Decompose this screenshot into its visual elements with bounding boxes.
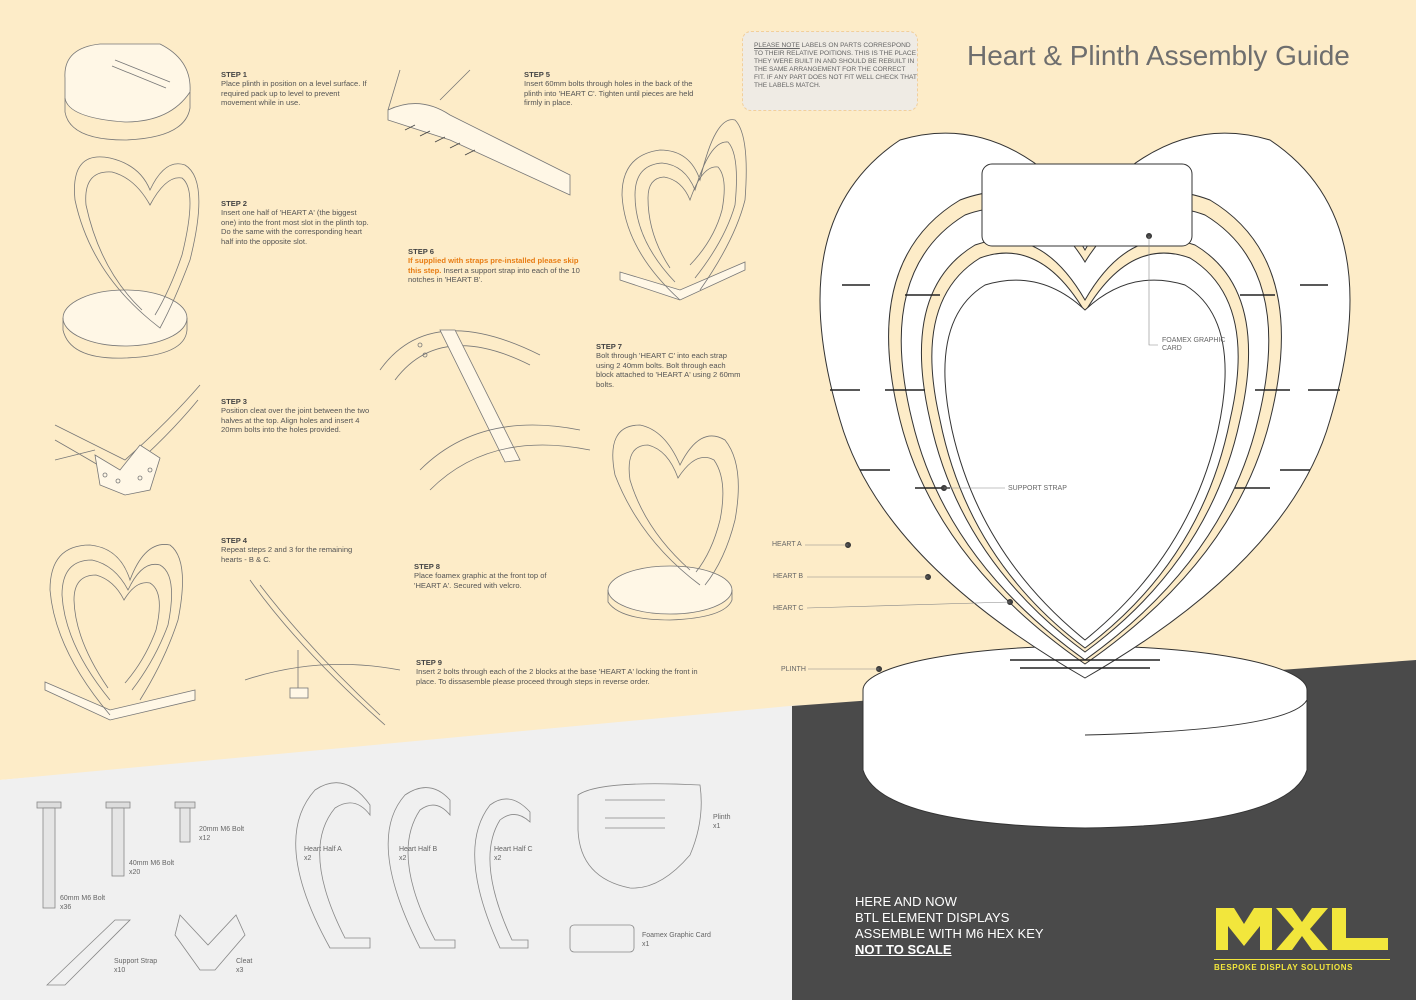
step-heading: STEP 5 [524, 70, 551, 79]
step3-illustration [54, 384, 201, 496]
parts-illustrations [36, 782, 702, 986]
part-name: Heart Half A [304, 846, 342, 853]
step6-illustration [379, 329, 591, 491]
step-2: STEP 2 Insert one half of 'HEART A' (the… [221, 199, 371, 246]
leader-lines [805, 236, 1158, 670]
step-text: Insert a support strap into each of the … [408, 265, 580, 285]
label-heart-b: HEART B [773, 573, 804, 580]
part-name: Plinth [713, 814, 731, 821]
step-8: STEP 8 Place foamex graphic at the front… [414, 562, 562, 590]
step5-heart-illustration [619, 119, 747, 301]
part-qty: x36 [60, 903, 72, 911]
step1-illustration [64, 43, 191, 141]
step-9: STEP 9 Insert 2 bolts through each of th… [416, 658, 698, 686]
footer-text: HERE AND NOW BTL ELEMENT DISPLAYS ASSEMB… [855, 894, 1044, 958]
step-heading: STEP 9 [416, 658, 443, 667]
part-qty: x20 [129, 868, 141, 876]
footer-line-3: ASSEMBLE WITH M6 HEX KEY [855, 926, 1044, 941]
step-text: Insert 60mm bolts through holes in the b… [524, 79, 694, 108]
step5-illustration [387, 69, 571, 196]
step-text: Place foamex graphic at the front top of… [414, 571, 547, 590]
page-title: Heart & Plinth Assembly Guide [967, 40, 1350, 71]
step2-illustration [62, 156, 200, 359]
label-heart-c: HEART C [773, 605, 804, 612]
step-text: Insert one half of 'HEART A' (the bigges… [221, 208, 369, 246]
part-qty: x2 [494, 854, 502, 862]
part-name: Heart Half B [399, 846, 438, 853]
step-heading: STEP 4 [221, 536, 248, 545]
parts-region [0, 705, 800, 1000]
step-1: STEP 1 Place plinth in position on a lev… [221, 70, 371, 108]
part-qty: x12 [199, 834, 211, 842]
mxl-logo-mark [1216, 908, 1388, 950]
part-name: Heart Half C [494, 846, 533, 853]
step-text: Insert 2 bolts through each of the 2 blo… [416, 667, 698, 686]
step-heading: STEP 3 [221, 397, 248, 406]
step-text: Repeat steps 2 and 3 for the remaining h… [221, 545, 353, 564]
part-qty: x1 [642, 940, 650, 948]
part-name: 40mm M6 Bolt [129, 860, 175, 867]
step-heading: STEP 1 [221, 70, 248, 79]
step-7: STEP 7 Bolt through 'HEART C' into each … [596, 342, 744, 389]
logo-tagline: BESPOKE DISPLAY SOLUTIONS [1214, 959, 1390, 972]
part-name: 60mm M6 Bolt [60, 895, 106, 902]
step-5: STEP 5 Insert 60mm bolts through holes i… [524, 70, 712, 108]
step-text: Position cleat over the joint between th… [221, 406, 370, 435]
step-3: STEP 3 Position cleat over the joint bet… [221, 397, 371, 435]
step-heading: STEP 2 [221, 199, 248, 208]
label-foamex-card: FOAMEX GRAPHIC CARD [1162, 337, 1226, 352]
step-4: STEP 4 Repeat steps 2 and 3 for the rema… [221, 536, 371, 564]
part-qty: x2 [304, 854, 312, 862]
footer-line-2: BTL ELEMENT DISPLAYS [855, 910, 1010, 925]
part-qty: x2 [399, 854, 407, 862]
mxl-logo: BESPOKE DISPLAY SOLUTIONS [1214, 906, 1390, 972]
please-note-box: PLEASE NOTE LABELS ON PARTS CORRESPOND T… [742, 31, 918, 111]
label-plinth: PLINTH [781, 666, 806, 673]
part-name: Cleat [236, 958, 253, 965]
part-qty: x1 [713, 822, 721, 830]
not-to-scale-text: NOT TO SCALE [855, 942, 952, 957]
note-heading: PLEASE NOTE [754, 42, 800, 49]
part-qty: x3 [236, 966, 244, 974]
step7-illustration [607, 424, 739, 621]
step-heading: STEP 7 [596, 342, 623, 351]
main-assembly-illustration [819, 132, 1351, 829]
step4-illustration [44, 544, 196, 721]
note-text: LABELS ON PARTS CORRESPOND TO THEIR RELA… [754, 42, 917, 89]
step-heading: STEP 8 [414, 562, 441, 571]
label-heart-a: HEART A [772, 541, 802, 548]
part-name: Support Strap [114, 958, 158, 965]
step-6: STEP 6 If supplied with straps pre-insta… [408, 247, 580, 285]
step-heading: STEP 6 [408, 247, 435, 256]
step-text: Place plinth in position on a level surf… [221, 79, 367, 108]
step-text: Bolt through 'HEART C' into each strap u… [596, 351, 741, 389]
step-warning: If supplied with straps pre-installed pl… [408, 256, 579, 275]
part-qty: x10 [114, 966, 126, 974]
label-support-strap: SUPPORT STRAP [1008, 485, 1067, 492]
part-name: Foamex Graphic Card [642, 932, 711, 939]
step8-illustration [244, 579, 401, 726]
part-name: 20mm M6 Bolt [199, 826, 245, 833]
footer-line-1: HERE AND NOW [855, 894, 957, 909]
